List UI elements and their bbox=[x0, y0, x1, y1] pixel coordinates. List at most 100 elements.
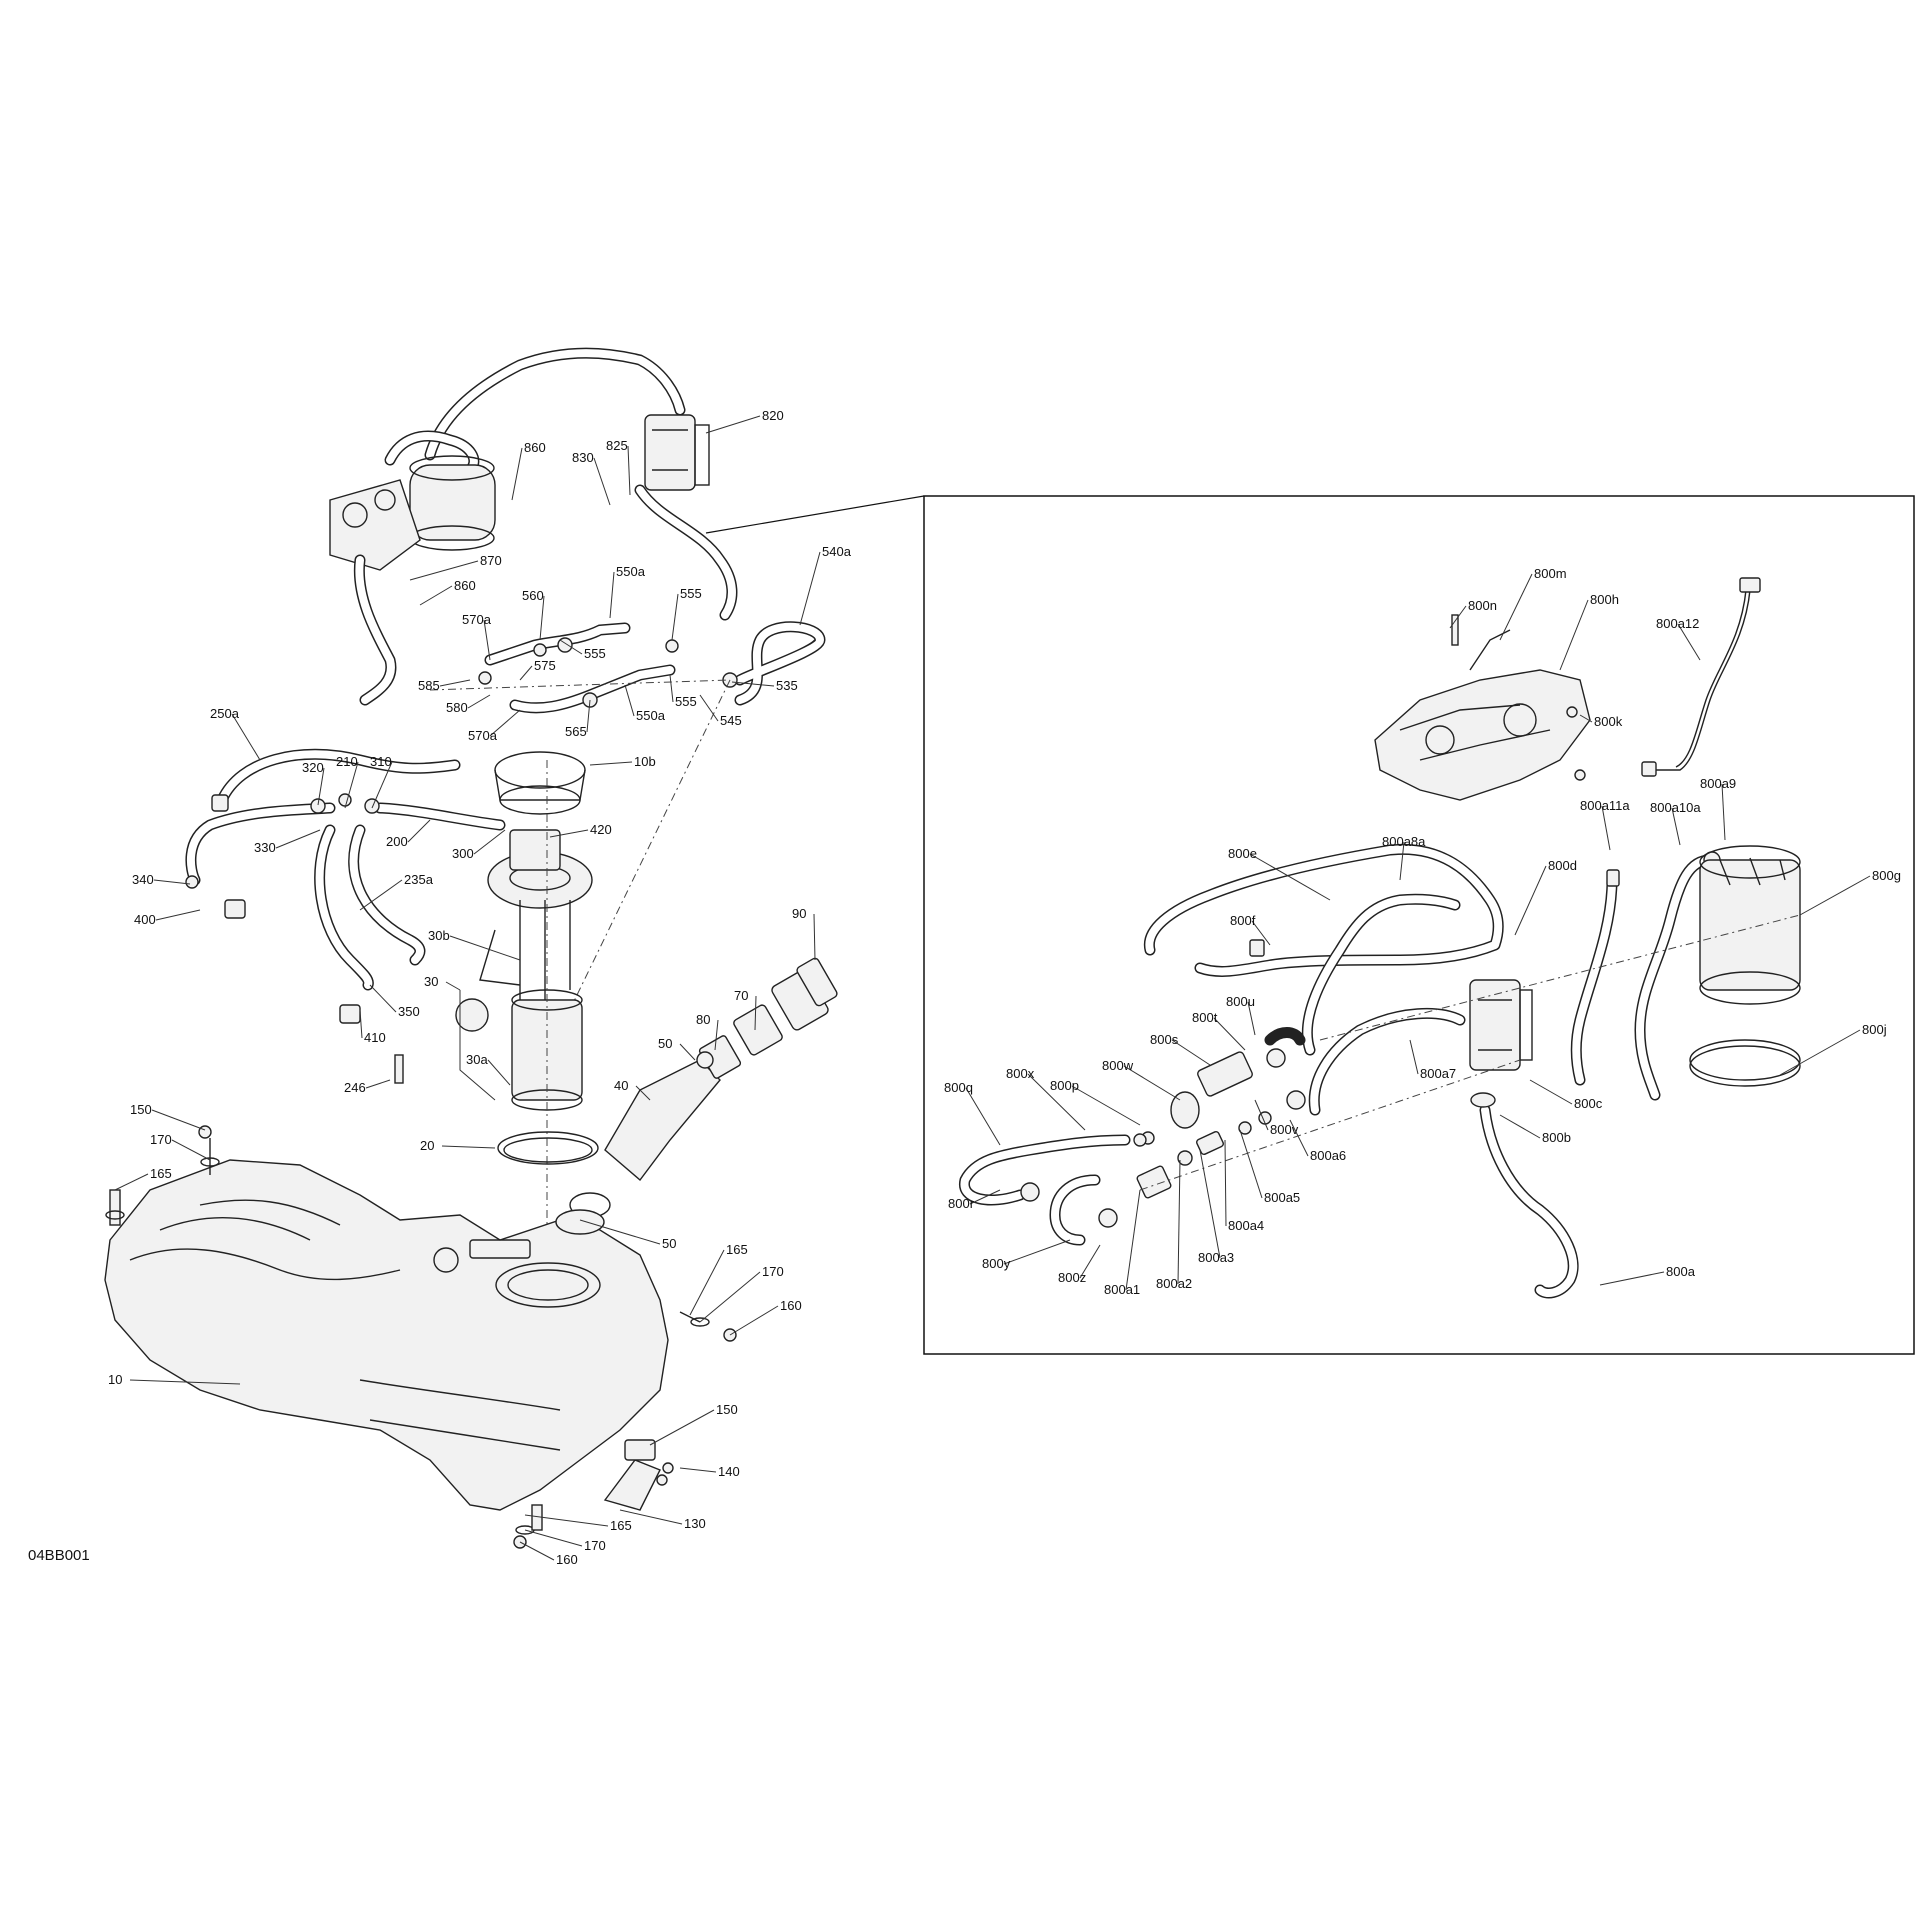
part-callout: 555 bbox=[675, 694, 697, 709]
part-callout: 200 bbox=[386, 834, 408, 849]
part-callout: 340 bbox=[132, 872, 154, 887]
leader-line bbox=[635, 1085, 651, 1101]
part-callout: 165 bbox=[610, 1518, 632, 1533]
part-callout: 800q bbox=[944, 1080, 973, 1095]
part-callout: 800h bbox=[1590, 592, 1619, 607]
leader-line bbox=[649, 1409, 715, 1446]
leader-line bbox=[114, 1173, 149, 1191]
leader-line bbox=[1529, 1079, 1573, 1105]
part-callout: 30a bbox=[466, 1052, 488, 1067]
leader-line bbox=[589, 761, 633, 766]
part-callout: 860 bbox=[454, 578, 476, 593]
part-callout: 40 bbox=[614, 1078, 628, 1093]
leader-line bbox=[1721, 783, 1726, 841]
part-callout: 800m bbox=[1534, 566, 1567, 581]
part-callout: 300 bbox=[452, 846, 474, 861]
leader-line bbox=[409, 560, 479, 581]
part-callout: 555 bbox=[584, 646, 606, 661]
leader-line bbox=[1671, 807, 1681, 846]
leader-line bbox=[1409, 1039, 1419, 1075]
leader-line bbox=[519, 665, 533, 681]
leader-line bbox=[689, 1249, 725, 1316]
leader-line bbox=[275, 829, 321, 849]
leader-line bbox=[669, 674, 674, 703]
part-callout: 250a bbox=[210, 706, 240, 721]
drawing-code: 04BB001 bbox=[28, 1547, 90, 1564]
part-callout: 800a6 bbox=[1310, 1148, 1346, 1163]
leader-line bbox=[586, 699, 591, 733]
leader-line bbox=[524, 1514, 609, 1527]
leader-line bbox=[1249, 853, 1331, 901]
small-vent-hoses bbox=[429, 621, 826, 1031]
leader-line bbox=[624, 684, 635, 717]
hose-800e bbox=[1143, 843, 1504, 977]
leader-line bbox=[419, 585, 453, 606]
part-callout: 170 bbox=[762, 1264, 784, 1279]
leader-line bbox=[473, 829, 506, 855]
evap-canister-assembly bbox=[329, 347, 738, 706]
leader-line bbox=[449, 935, 521, 961]
part-callout: 170 bbox=[150, 1132, 172, 1147]
leader-line bbox=[1799, 875, 1871, 916]
leader-line bbox=[1254, 1099, 1269, 1131]
leader-line bbox=[619, 1509, 683, 1525]
part-callout: 800u bbox=[1226, 994, 1255, 1009]
part-callout: 30 bbox=[424, 974, 438, 989]
part-callout: 800a2 bbox=[1156, 1276, 1192, 1291]
part-callout: 20 bbox=[420, 1138, 434, 1153]
leader-line bbox=[489, 709, 521, 737]
leader-line bbox=[483, 619, 491, 661]
leader-line bbox=[559, 639, 583, 655]
inset-pointer-line bbox=[705, 495, 925, 534]
leader-line bbox=[609, 571, 615, 619]
leader-line bbox=[1125, 1189, 1141, 1291]
part-callout: 410 bbox=[364, 1030, 386, 1045]
wire-harness-800a12 bbox=[1641, 577, 1761, 777]
part-callout: 235a bbox=[404, 872, 434, 887]
part-callout: 30b bbox=[428, 928, 450, 943]
part-callout: 800v bbox=[1270, 1122, 1299, 1137]
part-callout: 800a4 bbox=[1228, 1218, 1264, 1233]
part-callout: 800j bbox=[1862, 1022, 1887, 1037]
part-callout: 246 bbox=[344, 1080, 366, 1095]
part-callout: 130 bbox=[684, 1516, 706, 1531]
part-callout: 585 bbox=[418, 678, 440, 693]
leader-line bbox=[467, 694, 491, 709]
leader-line bbox=[511, 447, 523, 501]
part-callout: 800a5 bbox=[1264, 1190, 1300, 1205]
leader-line bbox=[1199, 1149, 1221, 1259]
part-callout: 165 bbox=[150, 1166, 172, 1181]
part-callout: 535 bbox=[776, 678, 798, 693]
leader-line bbox=[1177, 1159, 1181, 1285]
part-callout: 860 bbox=[524, 440, 546, 455]
part-callout: 800f bbox=[1230, 913, 1256, 928]
leader-line bbox=[359, 1009, 363, 1039]
part-callout: 800a10a bbox=[1650, 800, 1701, 815]
part-callout: 800a12 bbox=[1656, 616, 1699, 631]
leader-line bbox=[539, 595, 545, 641]
part-callout: 800a7 bbox=[1420, 1066, 1456, 1081]
leader-line bbox=[231, 713, 261, 761]
part-callout: 570a bbox=[468, 728, 498, 743]
leader-line bbox=[679, 1467, 717, 1473]
leader-line bbox=[731, 681, 775, 687]
hose-800a8a bbox=[1301, 893, 1461, 1056]
part-callout: 800a bbox=[1666, 1264, 1696, 1279]
part-callout: 800a11a bbox=[1580, 798, 1630, 813]
leader-line bbox=[369, 984, 397, 1013]
leader-line bbox=[714, 1019, 719, 1051]
hoses-800q-800r-800y bbox=[959, 1133, 1147, 1246]
leader-line bbox=[445, 981, 461, 991]
part-callout: 800g bbox=[1872, 868, 1901, 883]
part-callout: 800a1 bbox=[1104, 1282, 1140, 1297]
leader-line bbox=[1579, 714, 1593, 723]
leader-line bbox=[155, 909, 201, 921]
part-callout: 170 bbox=[584, 1538, 606, 1553]
part-callout: 90 bbox=[792, 906, 806, 921]
leader-line bbox=[317, 767, 325, 806]
leader-line bbox=[1239, 1129, 1263, 1199]
leader-line bbox=[1599, 1271, 1665, 1286]
leader-line bbox=[524, 1529, 583, 1547]
part-callout: 420 bbox=[590, 822, 612, 837]
leader-line bbox=[1247, 1001, 1256, 1036]
